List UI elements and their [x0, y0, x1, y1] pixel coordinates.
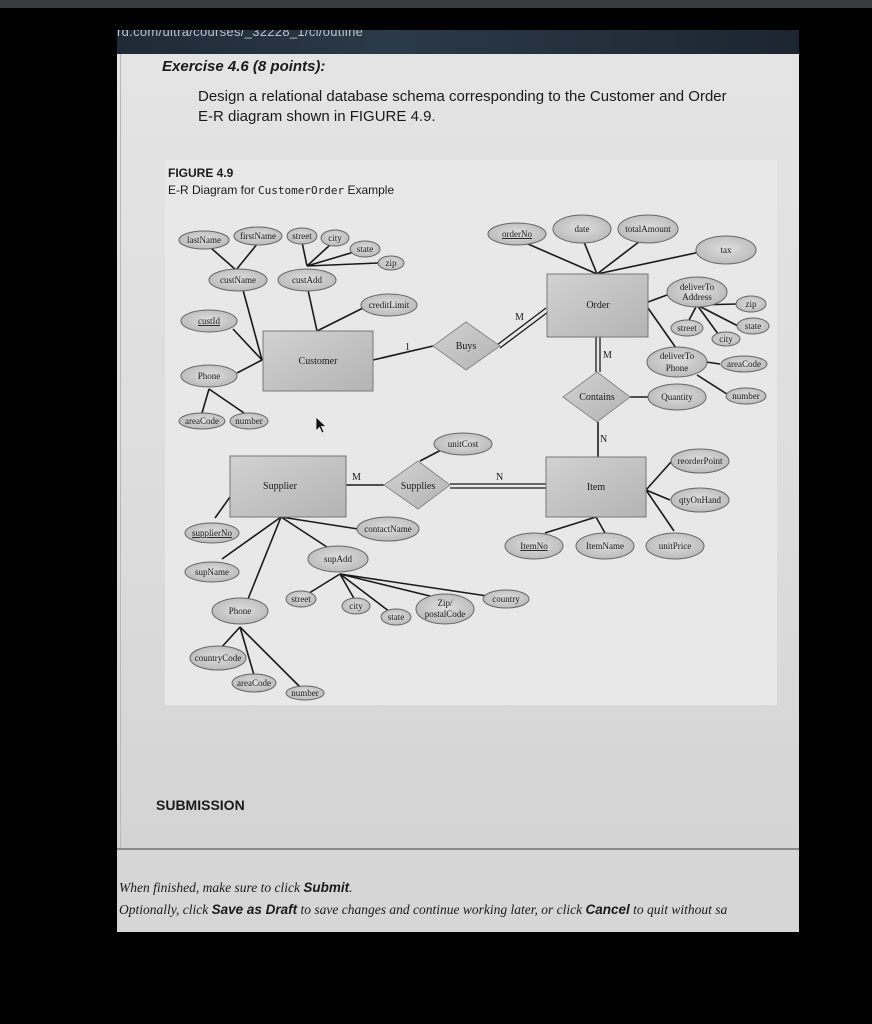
url-bar[interactable]: rd.com/ultra/courses/_32228_1/cl/outline: [117, 30, 799, 54]
svg-text:unitCost: unitCost: [448, 439, 479, 449]
svg-text:street: street: [292, 231, 312, 241]
svg-text:N: N: [600, 434, 607, 445]
section-divider: [117, 848, 799, 850]
svg-text:ItemName: ItemName: [586, 541, 624, 551]
relationship-buys: [432, 321, 501, 371]
svg-text:state: state: [745, 321, 762, 331]
svg-text:areaCode: areaCode: [185, 416, 219, 426]
svg-text:firstName: firstName: [240, 231, 276, 241]
attribute-ellipses: [178, 214, 770, 701]
svg-text:1: 1: [405, 342, 410, 353]
svg-text:reorderPoint: reorderPoint: [678, 456, 723, 466]
svg-text:Phone: Phone: [666, 363, 689, 373]
mouse-pointer-icon: [315, 416, 328, 434]
svg-text:deliverTo: deliverTo: [680, 282, 715, 292]
entity-supplier: Supplier: [229, 455, 347, 518]
svg-text:zip: zip: [386, 258, 397, 268]
svg-text:areaCode: areaCode: [727, 359, 761, 369]
text: .: [349, 880, 353, 895]
relationship-contains: [562, 371, 631, 423]
double-lines: [450, 307, 601, 489]
svg-text:Supplier: Supplier: [263, 481, 298, 492]
submission-footer: When finished, make sure to click Submit…: [117, 850, 799, 932]
svg-text:city: city: [349, 601, 363, 611]
svg-text:Phone: Phone: [229, 606, 252, 616]
cancel-link[interactable]: Cancel: [585, 902, 630, 917]
svg-text:custAdd: custAdd: [292, 275, 322, 285]
svg-text:totalAmount: totalAmount: [625, 224, 671, 234]
entity-order: Order: [546, 273, 649, 338]
svg-text:Zip/: Zip/: [438, 598, 453, 608]
svg-text:M: M: [603, 350, 612, 361]
svg-text:countryCode: countryCode: [195, 653, 242, 663]
text: to quit without sa: [629, 902, 728, 917]
svg-text:city: city: [328, 233, 342, 243]
svg-text:supplierNo: supplierNo: [192, 528, 232, 538]
svg-text:M: M: [352, 472, 361, 483]
svg-text:Contains: Contains: [579, 392, 615, 403]
svg-text:street: street: [291, 594, 311, 604]
svg-text:orderNo: orderNo: [502, 229, 532, 239]
svg-text:Supplies: Supplies: [401, 481, 436, 492]
entity-customer: Customer: [262, 330, 374, 392]
svg-text:supName: supName: [195, 567, 229, 577]
svg-text:number: number: [732, 391, 760, 401]
svg-text:ItemNo: ItemNo: [520, 541, 548, 551]
svg-text:city: city: [719, 334, 733, 344]
svg-text:number: number: [291, 688, 319, 698]
exercise-description: Design a relational database schema corr…: [198, 88, 727, 125]
svg-text:N: N: [496, 472, 503, 483]
svg-text:deliverTo: deliverTo: [660, 351, 695, 361]
svg-text:supAdd: supAdd: [324, 554, 353, 564]
exercise-title: Exercise 4.6 (8 points):: [162, 58, 326, 75]
figure-label: FIGURE 4.9: [168, 166, 234, 180]
footer-line-1: When finished, make sure to click Submit…: [119, 880, 352, 896]
svg-text:tax: tax: [721, 245, 732, 255]
svg-text:creditLimit: creditLimit: [369, 300, 410, 310]
svg-text:unitPrice: unitPrice: [659, 541, 692, 551]
text: to save changes and continue working lat…: [297, 902, 586, 917]
svg-text:Item: Item: [587, 482, 606, 493]
submit-link[interactable]: Submit: [303, 880, 350, 895]
svg-text:qtyOnHand: qtyOnHand: [679, 495, 721, 505]
svg-text:Customer: Customer: [299, 356, 339, 367]
svg-text:Phone: Phone: [198, 371, 221, 381]
svg-text:Address: Address: [682, 292, 712, 302]
svg-text:street: street: [677, 323, 697, 333]
svg-text:Order: Order: [586, 300, 610, 311]
submission-heading: SUBMISSION: [156, 797, 245, 813]
svg-text:date: date: [575, 224, 590, 234]
svg-text:postalCode: postalCode: [425, 609, 466, 619]
footer-line-2: Optionally, click Save as Draft to save …: [119, 902, 727, 918]
save-draft-link[interactable]: Save as Draft: [211, 902, 298, 917]
svg-text:custName: custName: [220, 275, 256, 285]
caption-prefix: E-R Diagram for: [168, 183, 259, 197]
svg-text:state: state: [357, 244, 374, 254]
top-bezel: [0, 0, 872, 8]
svg-text:lastName: lastName: [187, 235, 221, 245]
url-text: rd.com/ultra/courses/_32228_1/cl/outline: [117, 30, 364, 39]
svg-text:M: M: [515, 312, 524, 323]
svg-text:state: state: [388, 612, 405, 622]
svg-text:Buys: Buys: [456, 341, 477, 352]
caption-suffix: Example: [344, 183, 395, 197]
svg-text:Quantity: Quantity: [661, 392, 693, 402]
text: Optionally, click: [119, 902, 212, 917]
entity-item: Item: [545, 456, 647, 518]
relationship-supplies: [383, 460, 451, 510]
connector-lines: [201, 237, 739, 692]
svg-text:custId: custId: [198, 316, 220, 326]
svg-text:contactName: contactName: [364, 524, 411, 534]
svg-text:country: country: [492, 594, 520, 604]
text: When finished, make sure to click: [119, 880, 304, 895]
caption-mono: CustomerOrder: [258, 184, 345, 197]
figure-caption: E-R Diagram for CustomerOrder Example: [168, 183, 394, 197]
svg-text:areaCode: areaCode: [237, 678, 271, 688]
svg-text:number: number: [235, 416, 263, 426]
svg-text:zip: zip: [746, 299, 757, 309]
page-left-border: [120, 54, 121, 848]
